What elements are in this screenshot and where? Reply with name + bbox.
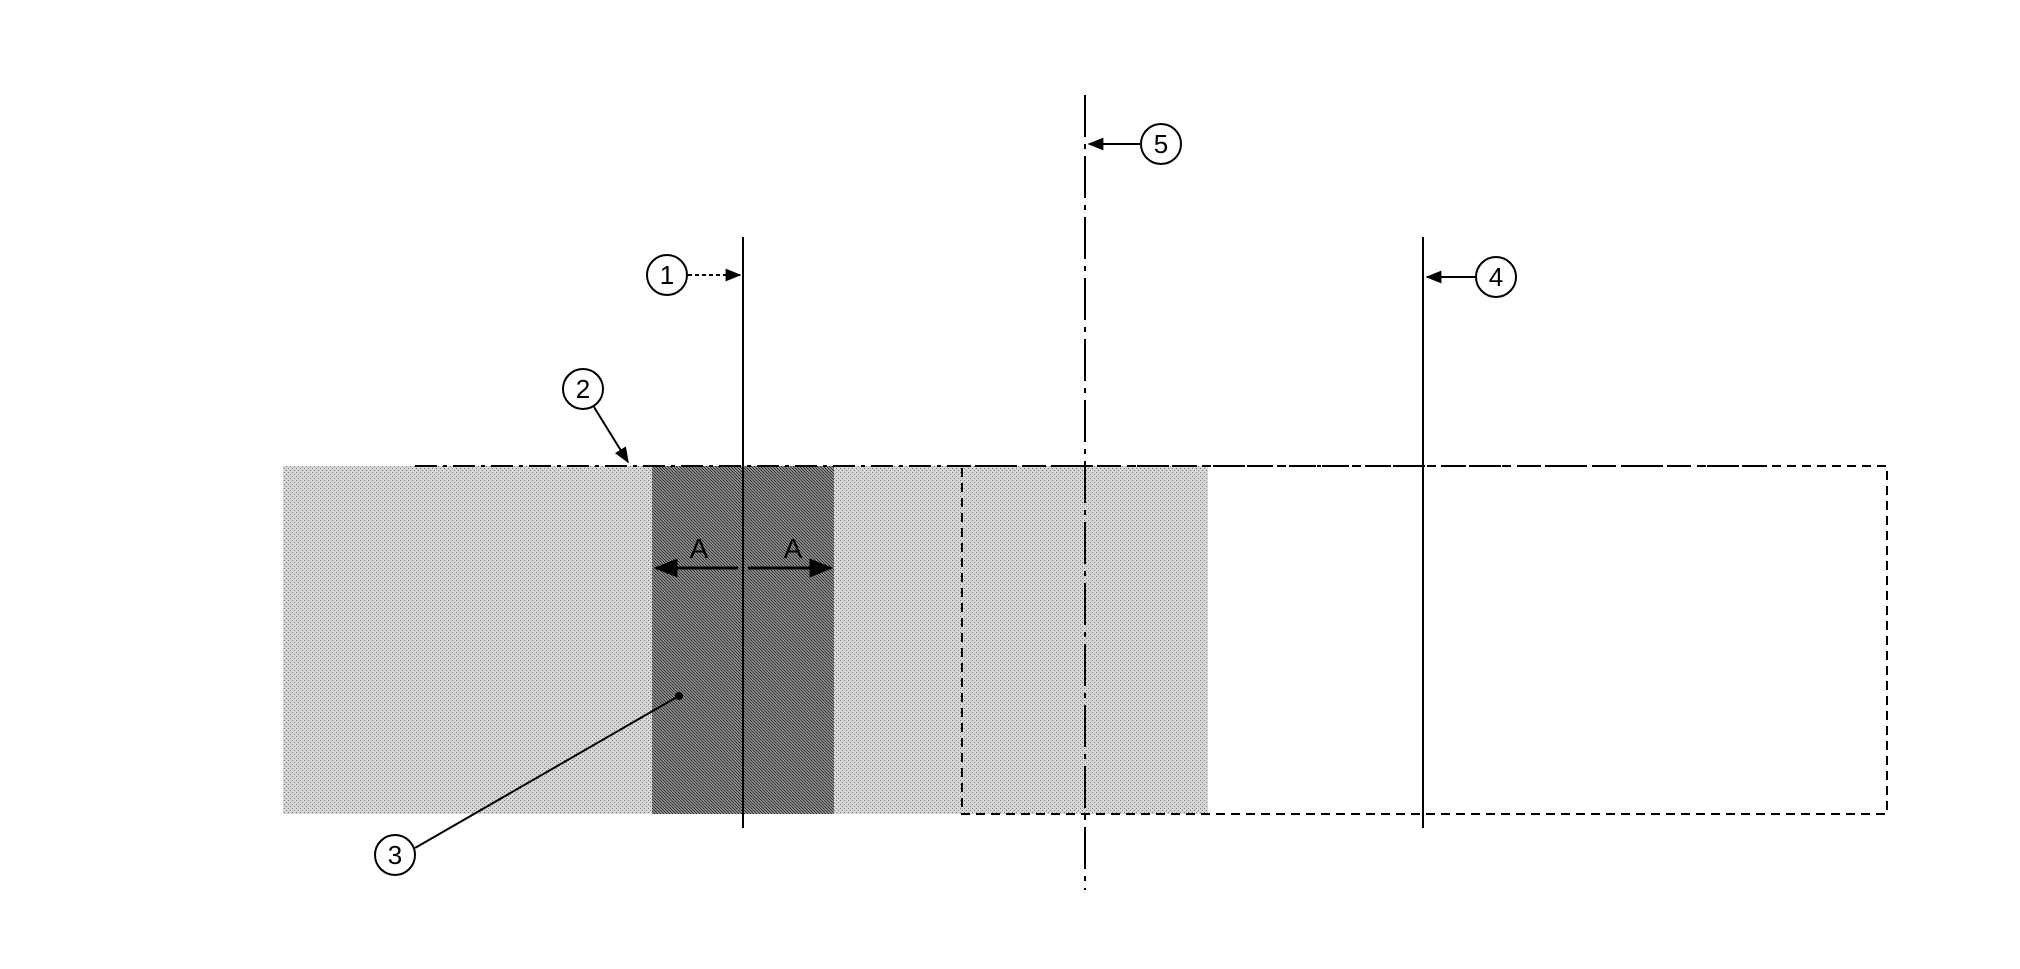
callout-2-number: 2 xyxy=(576,374,590,404)
dashed-outline-region xyxy=(961,465,1888,815)
callout-3: 3 xyxy=(374,692,683,876)
callout-4: 4 xyxy=(1425,256,1517,298)
dimension-label-left: A xyxy=(690,533,709,564)
callout-5: 5 xyxy=(1087,123,1182,165)
dimension-label-right: A xyxy=(784,533,803,564)
callout-2: 2 xyxy=(562,368,629,464)
callout-5-number: 5 xyxy=(1154,129,1168,159)
callout-1-number: 1 xyxy=(660,260,674,290)
callout-1: 1 xyxy=(646,254,742,296)
callout-3-number: 3 xyxy=(388,840,402,870)
callout-4-number: 4 xyxy=(1489,262,1503,292)
